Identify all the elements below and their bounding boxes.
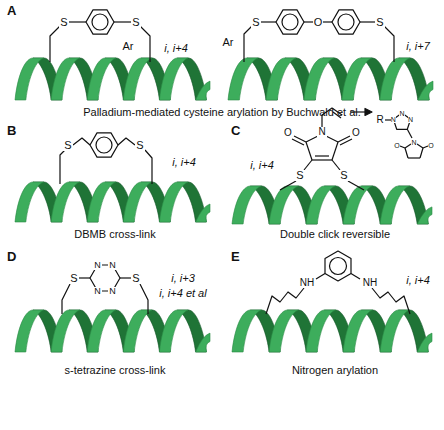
atom-label: S bbox=[69, 273, 78, 284]
spacing-label: i, i+7 bbox=[405, 41, 431, 52]
helix-band bbox=[51, 58, 80, 100]
helix-band bbox=[417, 333, 432, 352]
helix-band bbox=[342, 58, 372, 100]
helix-band bbox=[159, 310, 188, 352]
spacing-label: i, i+4 bbox=[249, 160, 275, 171]
atom-label: O bbox=[428, 142, 433, 149]
helix-band bbox=[87, 310, 116, 352]
helix-band bbox=[269, 186, 299, 224]
atom-label: S bbox=[59, 17, 68, 28]
panel-letter: E bbox=[230, 250, 241, 263]
helix-band bbox=[196, 204, 210, 222]
atom-label: S bbox=[131, 273, 140, 284]
panel-letter: D bbox=[6, 250, 17, 263]
helix-band bbox=[418, 81, 433, 100]
helix-band bbox=[266, 58, 296, 100]
helix-band bbox=[343, 310, 373, 352]
atom-label: N bbox=[399, 110, 404, 117]
atom-label: S bbox=[63, 140, 72, 151]
helix-ribbons bbox=[15, 58, 433, 352]
spacing-label: i, i+3 bbox=[170, 273, 196, 284]
helix-band bbox=[123, 310, 152, 352]
helix-band bbox=[232, 186, 262, 224]
atom-label: N bbox=[391, 116, 396, 123]
atom-label: O bbox=[313, 17, 324, 28]
helix-band bbox=[123, 182, 152, 222]
spacing-label: i, i+4 bbox=[171, 157, 197, 168]
atom-label: N bbox=[93, 287, 102, 296]
atom-label: NH bbox=[299, 278, 315, 288]
helix-band bbox=[123, 58, 152, 100]
panel-caption: Double click reversible bbox=[279, 229, 391, 240]
helix-band bbox=[15, 310, 44, 352]
atom-label: N bbox=[108, 287, 117, 296]
atom-label: S bbox=[375, 17, 384, 28]
spacing-label: i, i+4 et al bbox=[158, 288, 207, 299]
spacing-label: i, i+4 bbox=[405, 275, 431, 286]
panel-caption: Nitrogen arylation bbox=[291, 365, 379, 376]
aryl-label: Ar bbox=[222, 37, 235, 48]
helix-band bbox=[196, 333, 210, 352]
atom-label: S bbox=[339, 170, 348, 181]
panel-letter: C bbox=[230, 124, 241, 137]
atom-label: N bbox=[408, 116, 413, 123]
helix-band bbox=[380, 310, 410, 352]
helix-band bbox=[15, 58, 44, 100]
panel-caption: s-tetrazine cross-link bbox=[64, 365, 167, 376]
atom-label: N bbox=[317, 127, 326, 137]
atom-label: S bbox=[135, 140, 144, 151]
helix-band bbox=[304, 58, 334, 100]
atom-label: S bbox=[131, 17, 140, 28]
atom-label: N bbox=[93, 261, 102, 270]
spacing-label: i, i+4 bbox=[163, 43, 189, 54]
helix-band bbox=[343, 186, 373, 224]
panel-letter: B bbox=[6, 124, 17, 137]
atom-label: O bbox=[394, 142, 399, 149]
atom-label: S bbox=[295, 170, 304, 181]
helix-band bbox=[159, 182, 188, 222]
chemical-bonds bbox=[50, 10, 428, 314]
helix-band bbox=[417, 207, 432, 224]
panel-letter: A bbox=[6, 4, 17, 17]
atom-label: R bbox=[375, 115, 384, 125]
helix-band bbox=[87, 58, 116, 100]
helix-band bbox=[196, 81, 210, 100]
helix-band bbox=[306, 186, 336, 224]
helix-band bbox=[228, 58, 258, 100]
atom-label: O bbox=[351, 128, 361, 138]
helix-band bbox=[269, 310, 299, 352]
helix-band bbox=[51, 182, 80, 222]
helix-band bbox=[380, 186, 410, 224]
helix-band bbox=[87, 182, 116, 222]
helix-band bbox=[51, 310, 80, 352]
atom-label: N bbox=[108, 261, 117, 270]
panel-caption: DBMB cross-link bbox=[73, 229, 156, 240]
helix-band bbox=[306, 310, 336, 352]
helix-band bbox=[15, 182, 44, 222]
helix-band bbox=[380, 58, 410, 100]
atom-label: NH bbox=[362, 278, 378, 288]
aryl-label: Ar bbox=[122, 41, 135, 52]
helix-band bbox=[159, 58, 188, 100]
panel-caption: Palladium-mediated cysteine arylation by… bbox=[82, 107, 362, 118]
atom-label: O bbox=[283, 128, 293, 138]
atom-label: S bbox=[251, 17, 260, 28]
atom-label: N bbox=[411, 139, 416, 146]
helix-band bbox=[232, 310, 262, 352]
